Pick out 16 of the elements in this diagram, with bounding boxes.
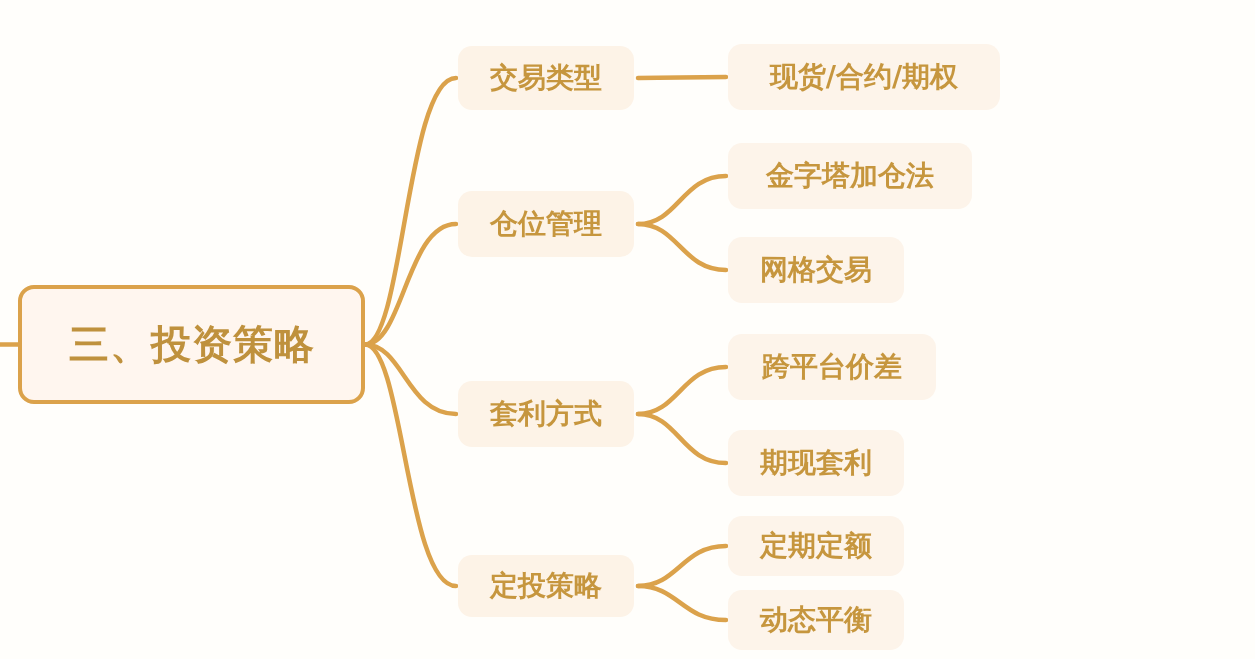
subtopic-box: 期现套利 bbox=[728, 430, 904, 496]
subtopic-box: 动态平衡 bbox=[728, 590, 904, 650]
topic-box: 定投策略 bbox=[458, 555, 634, 617]
subtopic-box: 网格交易 bbox=[728, 237, 904, 303]
branch-line bbox=[635, 411, 729, 466]
topic-box: 套利方式 bbox=[458, 381, 634, 447]
branch-line bbox=[635, 583, 729, 623]
subtopic-box: 定期定额 bbox=[728, 516, 904, 576]
subtopic-box: 现货/合约/期权 bbox=[728, 44, 1000, 110]
subtopic-box: 金字塔加仓法 bbox=[728, 143, 972, 209]
root-topic-box: 三、投资策略 bbox=[18, 285, 365, 404]
topic-box: 交易类型 bbox=[458, 46, 634, 110]
branch-line bbox=[635, 74, 729, 81]
subtopic-box: 跨平台价差 bbox=[728, 334, 936, 400]
topic-box: 仓位管理 bbox=[458, 191, 634, 257]
branch-line bbox=[635, 221, 729, 273]
